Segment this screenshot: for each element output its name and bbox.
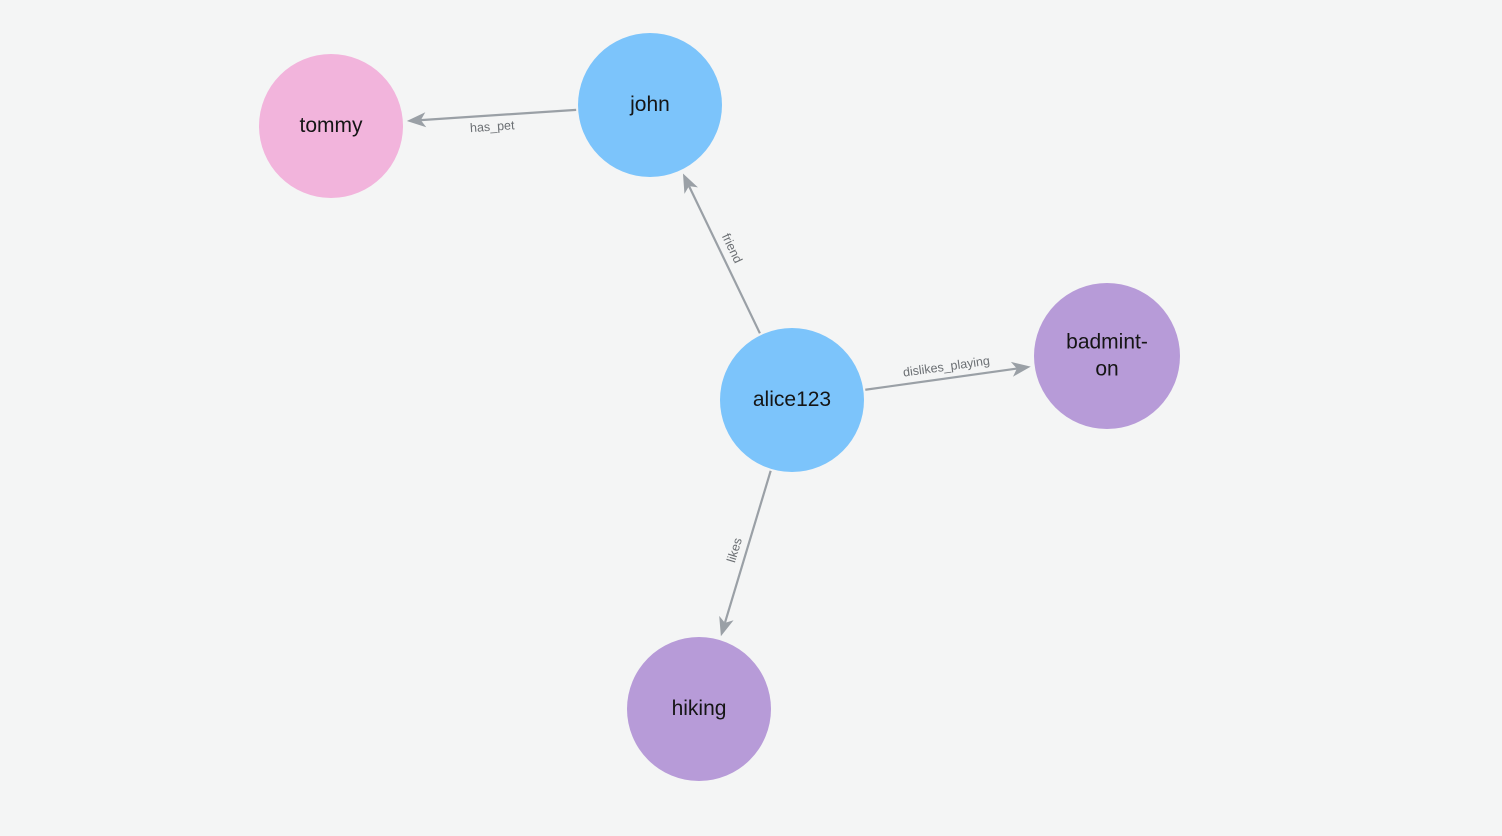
edge-label: friend — [719, 231, 745, 265]
graph-edge[interactable]: friend — [682, 173, 761, 334]
edge-arrowhead — [682, 173, 698, 194]
edge-line — [688, 185, 761, 334]
node-circle[interactable] — [627, 637, 771, 781]
graph-edge[interactable]: has_pet — [406, 108, 577, 135]
edge-line — [723, 470, 772, 624]
edge-label: has_pet — [470, 118, 516, 135]
graph-edge[interactable]: likes — [719, 470, 772, 637]
node-layer: tommy john alice123 badmint-on hiking — [259, 33, 1180, 781]
node-circle[interactable] — [259, 54, 403, 198]
edge-line — [865, 367, 1018, 391]
graph-node-badminton[interactable]: badmint-on — [1034, 283, 1180, 429]
node-circle[interactable] — [1034, 283, 1180, 429]
node-circle[interactable] — [720, 328, 864, 472]
edge-arrowhead — [719, 615, 734, 637]
graph-edge[interactable]: dislikes_playing — [865, 354, 1031, 391]
edge-arrowhead — [406, 112, 427, 128]
graph-node-alice123[interactable]: alice123 — [720, 328, 864, 472]
graph-node-tommy[interactable]: tommy — [259, 54, 403, 198]
graph-node-hiking[interactable]: hiking — [627, 637, 771, 781]
edge-arrowhead — [1010, 361, 1031, 377]
edge-line — [420, 108, 577, 122]
edge-label: dislikes_playing — [902, 354, 991, 380]
graph-node-john[interactable]: john — [578, 33, 722, 177]
node-circle[interactable] — [578, 33, 722, 177]
edge-label: likes — [724, 536, 745, 564]
